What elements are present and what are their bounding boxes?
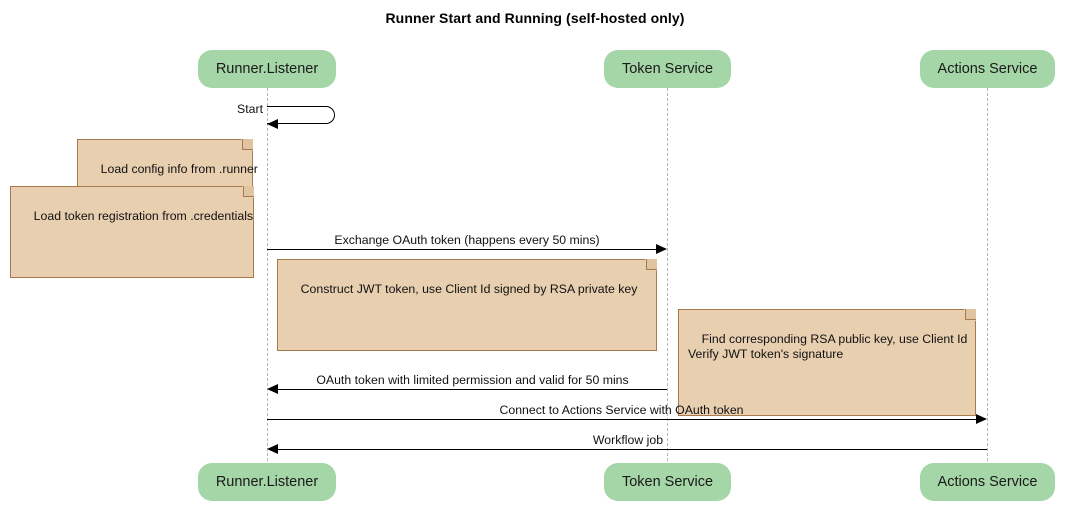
page-title: Runner Start and Running (self-hosted on… <box>385 10 685 26</box>
lifeline-actions <box>987 88 988 461</box>
arrowhead-right-exchange-oauth-token <box>656 243 667 254</box>
note-construct-jwt-token: Construct JWT token, use Client Id signe… <box>277 259 657 351</box>
note-load-token-registration: Load token registration from .credential… <box>10 186 254 278</box>
lifeline-runner <box>267 88 268 461</box>
arrowhead-left-workflow-job <box>267 443 278 454</box>
message-label-exchange-oauth-token: Exchange OAuth token (happens every 50 m… <box>334 233 600 247</box>
note-fold-icon <box>965 309 976 320</box>
note-fold-icon <box>646 259 657 270</box>
message-line-exchange-oauth-token <box>267 249 656 250</box>
participant-token-top[interactable]: Token Service <box>604 50 731 88</box>
participant-label: Runner.Listener <box>215 61 319 77</box>
arrowhead-right-connect-actions-service <box>976 413 987 424</box>
arrowhead-left-oauth-token-returned <box>267 383 278 394</box>
message-label-connect-actions-service: Connect to Actions Service with OAuth to… <box>499 403 744 417</box>
participant-actions-bottom[interactable]: Actions Service <box>920 463 1055 501</box>
message-label-oauth-token-returned: OAuth token with limited permission and … <box>316 373 629 387</box>
lifeline-token <box>667 88 668 461</box>
arrowhead-left-start <box>267 118 278 129</box>
participant-runner-bottom[interactable]: Runner.Listener <box>198 463 336 501</box>
message-label-workflow-job: Workflow job <box>592 433 664 447</box>
participant-label: Token Service <box>621 61 714 77</box>
note-text: Load token registration from .credential… <box>33 208 254 223</box>
participant-label: Token Service <box>621 474 714 490</box>
note-fold-icon <box>242 139 253 150</box>
participant-label: Runner.Listener <box>215 474 319 490</box>
note-text: Load config info from .runner <box>100 161 258 176</box>
note-text: Find corresponding RSA public key, use C… <box>688 331 968 362</box>
message-line-connect-actions-service <box>267 419 976 420</box>
note-fold-icon <box>243 186 254 197</box>
note-text: Construct JWT token, use Client Id signe… <box>300 281 638 296</box>
message-line-oauth-token-returned <box>278 389 667 390</box>
message-line-workflow-job <box>278 449 987 450</box>
message-label-start: Start <box>237 102 263 116</box>
participant-label: Actions Service <box>937 474 1038 490</box>
participant-label: Actions Service <box>937 61 1038 77</box>
participant-runner-top[interactable]: Runner.Listener <box>198 50 336 88</box>
participant-actions-top[interactable]: Actions Service <box>920 50 1055 88</box>
participant-token-bottom[interactable]: Token Service <box>604 463 731 501</box>
message-self-loop-start <box>267 106 335 124</box>
note-verify-jwt-signature: Find corresponding RSA public key, use C… <box>678 309 976 416</box>
